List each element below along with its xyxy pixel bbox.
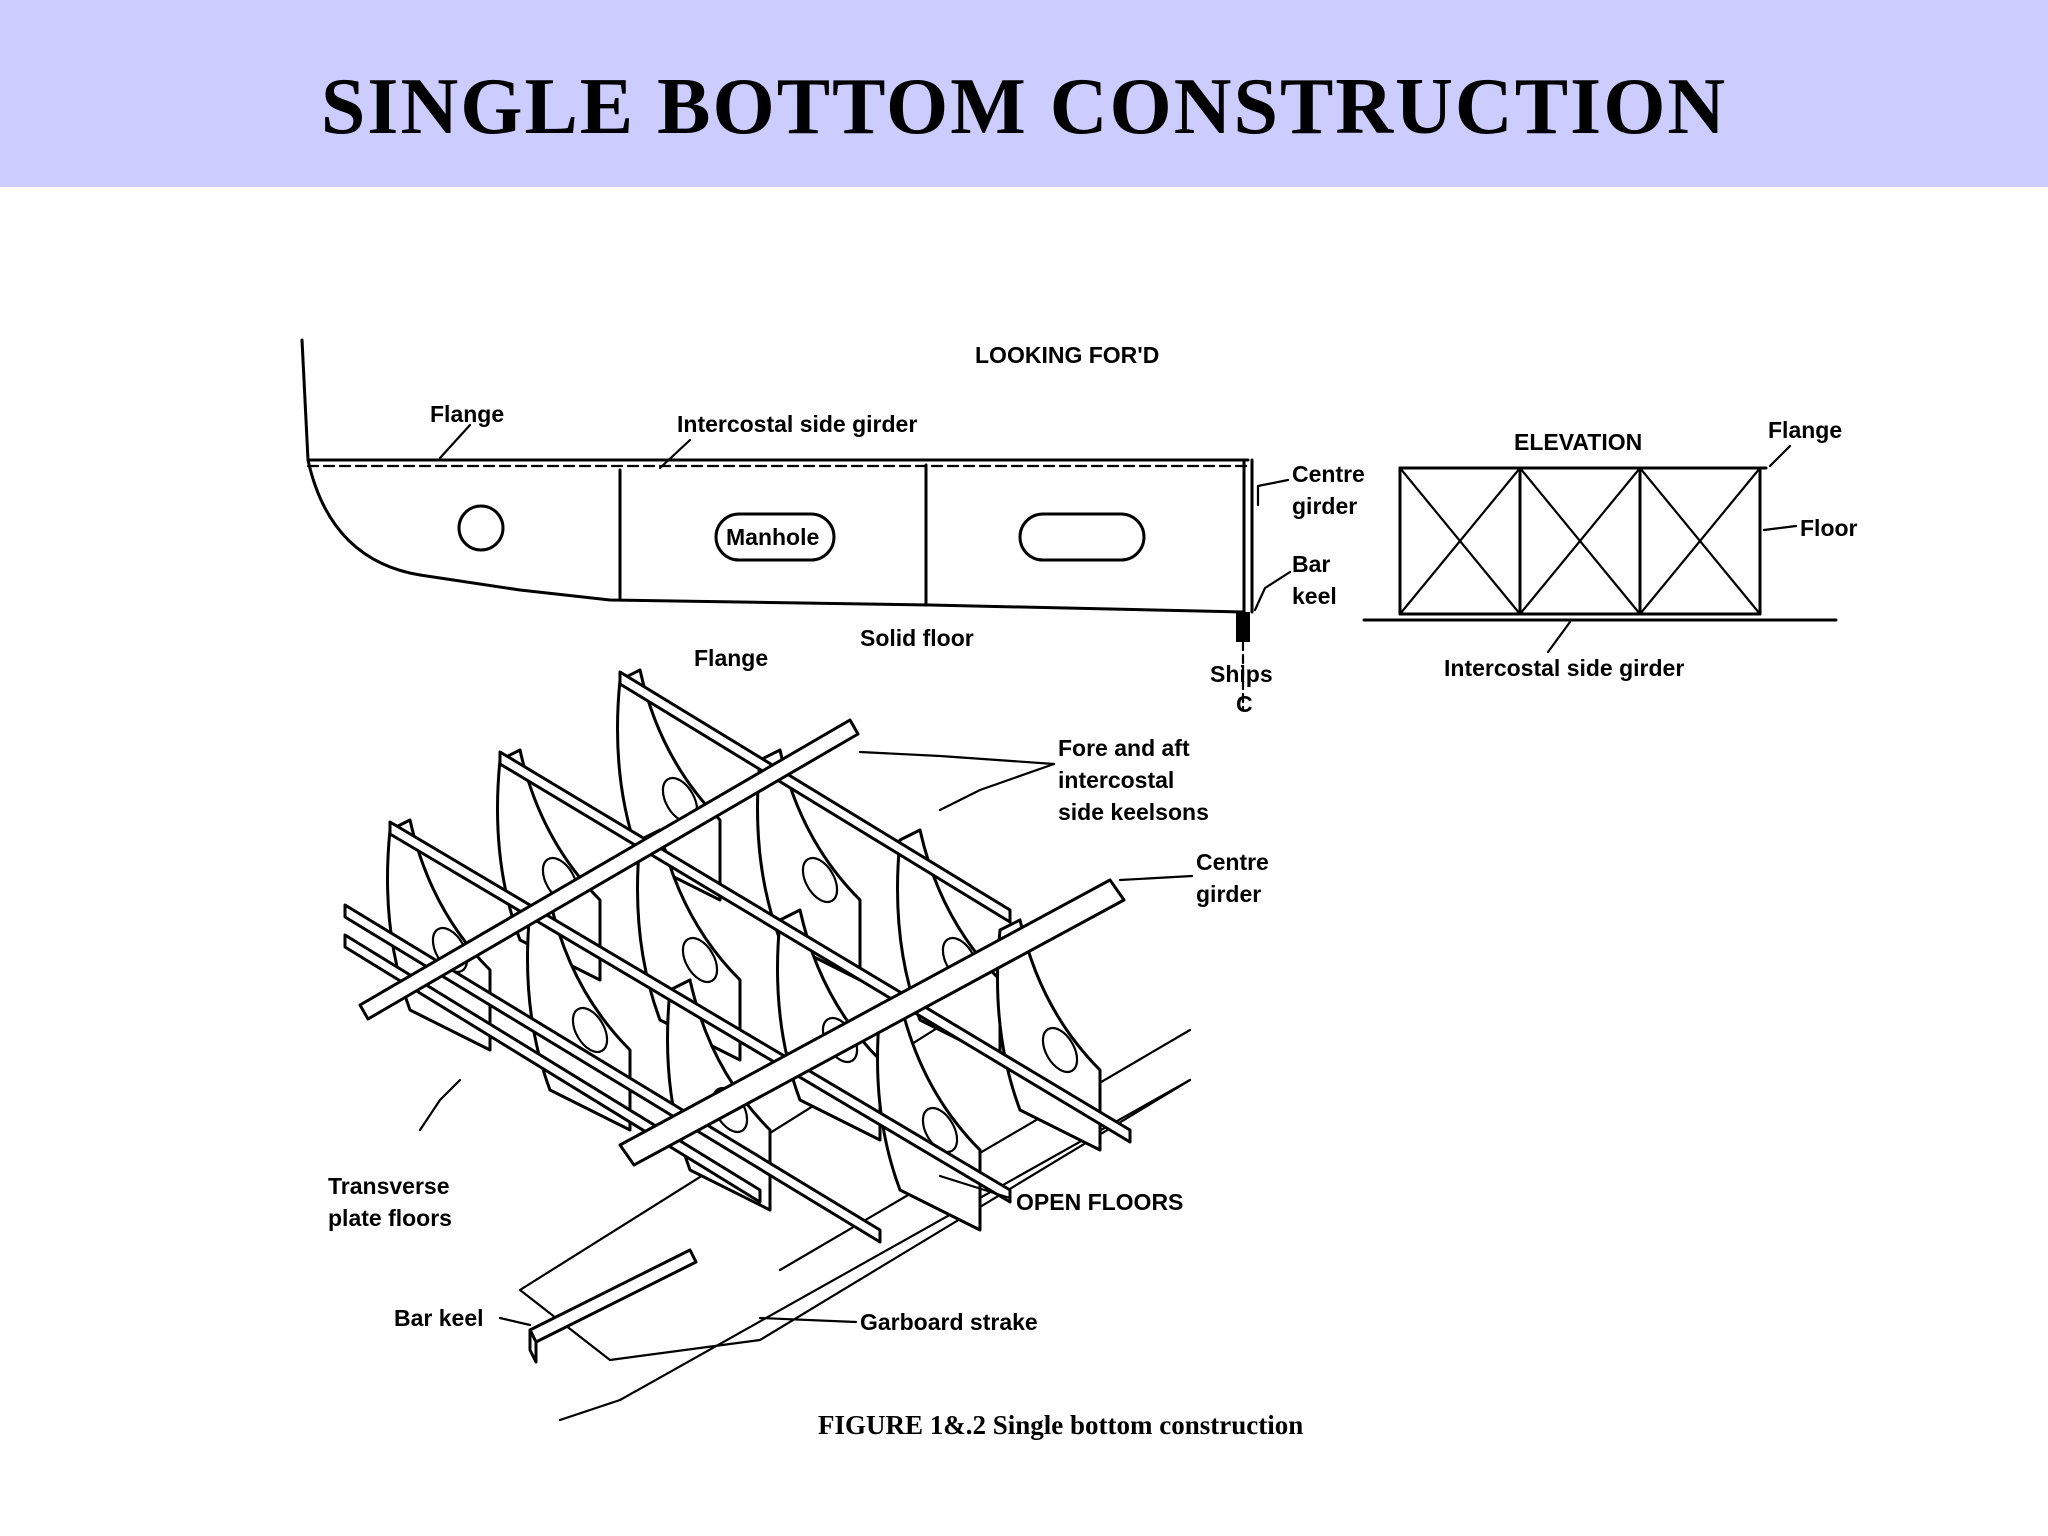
slide-title: SINGLE BOTTOM CONSTRUCTION [320,63,1728,151]
transverse-label-2: plate floors [328,1205,452,1231]
keelsons-label-1: Fore and aft [1058,735,1190,761]
manhole-label: Manhole [726,524,819,550]
flange-label-iso: Flange [694,645,768,671]
transverse-label-1: Transverse [328,1173,449,1199]
title-banner [0,0,2048,187]
figure-caption: FIGURE 1&.2 Single bottom construction [818,1410,1303,1440]
centre-girder-label-top-2: girder [1292,493,1357,519]
lightening-hole [457,504,505,552]
elevation-view: ELEVATION Flange Floor Intercostal side … [1362,417,1858,681]
ships-cl-label-2: C [1236,691,1253,717]
keelsons-label-2: intercostal [1058,767,1174,793]
solid-floor-label: Solid floor [860,625,974,651]
ships-cl-label: Ships [1210,661,1273,687]
manhole-outline [714,512,836,562]
centre-girder-label-iso-1: Centre [1196,849,1269,875]
isometric-view: Flange Fore and aft intercostal side kee… [328,645,1269,1422]
flange-label-elev: Flange [1768,417,1842,443]
keelsons-label-3: side keelsons [1058,799,1209,825]
intercostal-label-elev: Intercostal side girder [1444,655,1684,681]
intercostal-label-top: Intercostal side girder [677,411,917,437]
bar-keel-label-top: Bar [1292,551,1330,577]
centre-girder-label-top: Centre [1292,461,1365,487]
flange-label-top: Flange [430,401,504,427]
looking-forward-label: LOOKING FOR'D [975,342,1159,368]
lightening-oval [1018,512,1146,562]
centre-girder [618,878,1126,1167]
garboard-label: Garboard strake [860,1309,1038,1335]
upper-cross-bar [358,718,860,1021]
open-floors-label: OPEN FLOORS [1016,1189,1183,1215]
elevation-label: ELEVATION [1514,429,1642,455]
bar-keel-label-iso: Bar keel [394,1305,484,1331]
transverse-section-view: LOOKING FOR'D Flange Intercostal side gi… [300,338,1365,717]
bar-keel-label-top-2: keel [1292,583,1337,609]
floor-label-elev: Floor [1800,515,1858,541]
centre-girder-label-iso-2: girder [1196,881,1261,907]
bar-keel [528,1248,698,1344]
